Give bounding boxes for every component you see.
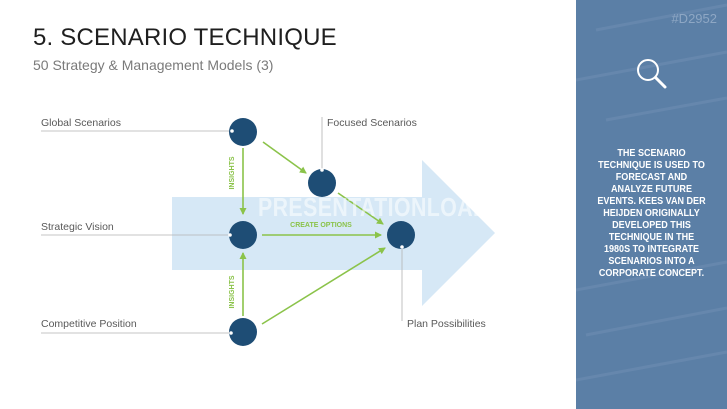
create-options-label: CREATE OPTIONS [290, 222, 352, 229]
page-title: 5. SCENARIO TECHNIQUE [33, 24, 337, 51]
label-strategic-vision: Strategic Vision [41, 221, 114, 233]
insights-label-top: INSIGHTS [229, 156, 236, 189]
connector-dot-strategic [228, 233, 232, 237]
sidebar-panel [576, 0, 727, 409]
arrow-competitive-to-plan [261, 247, 386, 325]
label-global-scenarios: Global Scenarios [41, 117, 121, 129]
arrow-global-to-focused [262, 141, 307, 174]
label-focused-scenarios: Focused Scenarios [327, 117, 417, 129]
magnifier-icon [637, 59, 667, 89]
label-competitive-position: Competitive Position [41, 318, 137, 330]
connector-dot-competitive [229, 331, 233, 335]
node-strategic-vision [229, 221, 257, 249]
node-competitive-position [229, 318, 257, 346]
watermark-text: PRESENTATIONLOAD [258, 192, 489, 222]
insights-label-bottom: INSIGHTS [229, 275, 236, 308]
node-focused-scenarios [308, 169, 336, 197]
connector-dot-plan [400, 245, 404, 249]
sidebar-texture [576, 3, 727, 382]
slide-code: #D2952 [671, 11, 717, 26]
label-plan-possibilities: Plan Possibilities [407, 318, 486, 330]
node-global-scenarios [229, 118, 257, 146]
sidebar-description: THE SCENARIO TECHNIQUE IS USED TO FORECA… [597, 147, 706, 279]
arrow-focused-to-plan [337, 192, 384, 225]
node-plan-possibilities [387, 221, 415, 249]
background-arrow [172, 160, 495, 306]
connector-dot-global [230, 129, 234, 133]
page-subtitle: 50 Strategy & Management Models (3) [33, 57, 274, 73]
connector-dot-focused [320, 168, 324, 172]
